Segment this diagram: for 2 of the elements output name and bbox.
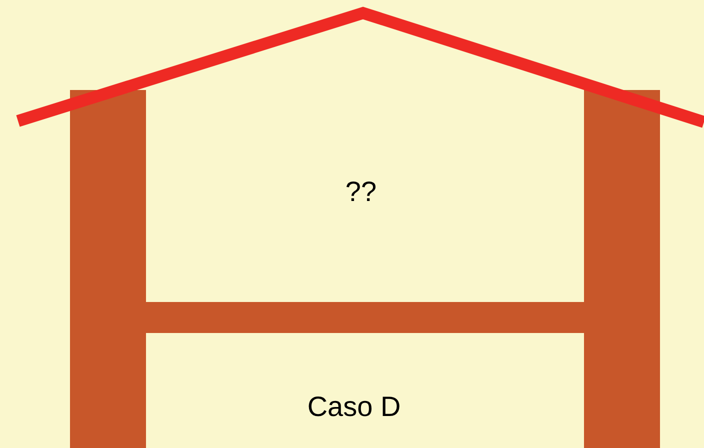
question-label: ?? xyxy=(345,176,377,208)
case-label: Caso D xyxy=(307,391,401,423)
